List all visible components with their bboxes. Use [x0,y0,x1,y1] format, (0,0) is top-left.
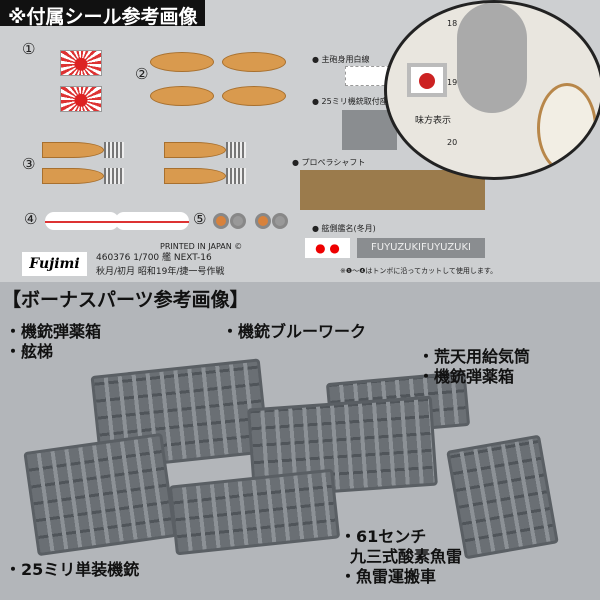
caption-ammo-ladder: ・機銃弾薬箱・舷梯 [5,322,102,361]
ring-decal [213,213,229,229]
bonus-parts-section: 【ボーナスパーツ参考画像】 ・機銃弾薬箱・舷梯 ・機銃ブルーワーク ・荒天用給気… [0,282,600,600]
item-3-label: ● プロペラシャフト [292,158,366,167]
item-label: 主砲身用白線 [321,55,370,64]
launch-decal [164,142,226,158]
ring-decal [230,213,246,229]
propeller-shaft-decal [300,170,485,210]
product-name: 秋月/初月 昭和19年/捷一号作戦 [96,267,225,277]
label-20: 20 [447,138,458,147]
deck-decal [457,3,527,113]
marker-2: ② [135,65,149,83]
label-18: 18 [447,19,458,28]
caption-25mm-gun: ・25ミリ単装機銃 [5,560,140,579]
sprue [168,468,341,556]
caption-bulwark: ・機銃ブルーワーク [222,322,367,341]
marker-1: ① [22,40,36,58]
boat-decal [150,86,214,106]
caption-torpedo: ・61センチ九三式酸素魚雷・魚雷運搬車 [340,527,463,586]
label-19: 19 [447,78,458,87]
flag-line-decal [45,212,119,230]
grating-decal [104,168,124,184]
grating-decal [104,142,124,158]
flag-decal [407,63,447,97]
bonus-section-title: 【ボーナスパーツ参考画像】 [2,289,249,311]
product-line: 460376 1/700 艦 NEXT-16 [96,253,212,263]
boat-decal [222,86,286,106]
boat-decal [222,52,286,72]
marker-5: ⑤ [193,210,207,228]
boat-part [537,83,597,173]
sprue [446,434,559,560]
launch-decal [164,168,226,184]
boat-decal [150,52,214,72]
friendly-marking-text: 味方表示 [415,116,452,126]
decal-section-title: ※付属シール参考画像 [0,0,206,28]
decal-sheet-section: ※付属シール参考画像 ① ② ③ ④ ⑤ ● 主砲身用白線 ● 25ミリ機銃取付… [0,0,600,282]
item-1-label: ● 主砲身用白線 [312,55,370,64]
printed-in-japan: PRINTED IN JAPAN © [160,242,243,251]
caption-ventilator-ammo: ・荒天用給気筒・機銃弾薬箱 [418,347,531,386]
rising-sun-flag-decal [60,50,102,76]
cut-note: ※❶〜❹はトンボに沿ってカットして使用します。 [340,267,498,275]
ship-name-decal: FUYUZUKIFUYUZUKI [357,238,485,258]
magnified-decal-detail: 18 19 20 味方表示 [384,0,600,180]
grating-decal [226,168,246,184]
sprue [23,432,177,557]
ring-decal [272,213,288,229]
rising-sun-flag-decal [60,86,102,112]
grating-decal [226,142,246,158]
item-4-label: ● 舷側艦名(冬月) [312,224,376,233]
mount-decal [342,110,397,150]
ring-decal [255,213,271,229]
item-2-label: ● 25ミリ機銃取付座 [312,97,388,106]
item-label: プロペラシャフト [301,158,366,167]
red-dots-decal: ● ● [305,238,350,258]
launch-decal [42,142,104,158]
item-label: 舷側艦名(冬月) [321,224,376,233]
marker-4: ④ [24,210,38,228]
item-label: 25ミリ機銃取付座 [321,97,388,106]
launch-decal [42,168,104,184]
marker-3: ③ [22,155,36,173]
fujimi-logo: Fujimi [22,252,87,276]
flag-line-decal [115,212,189,230]
